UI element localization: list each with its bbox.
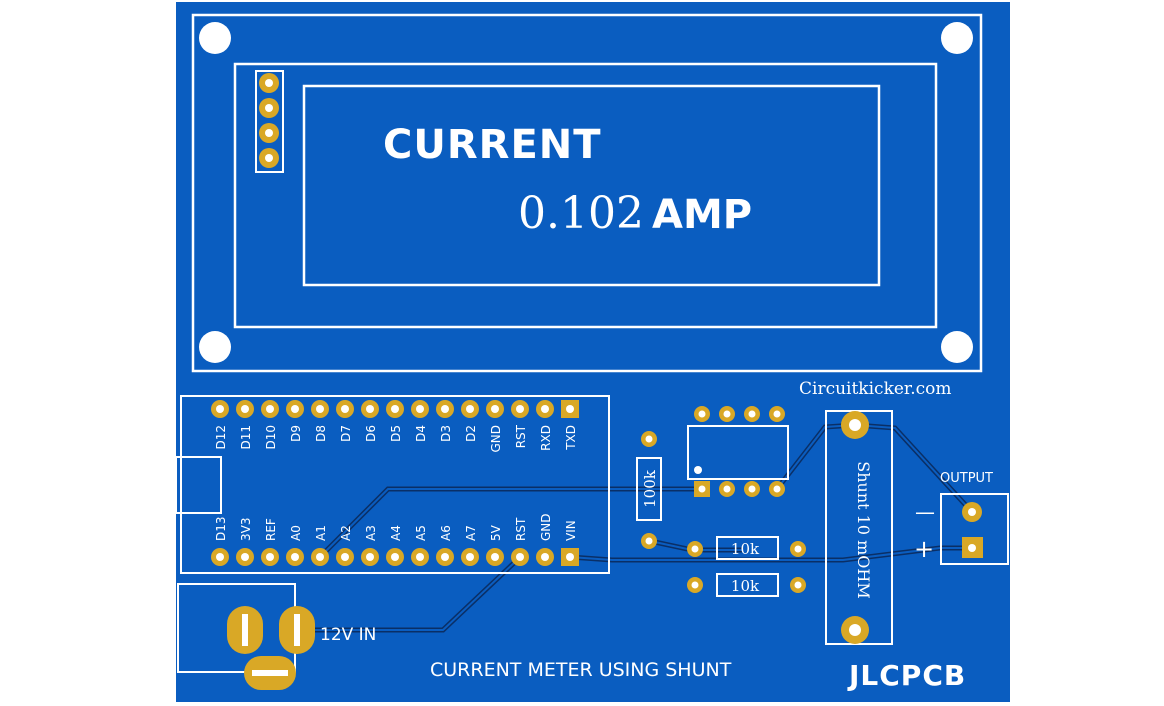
arduino-pin-label: GND: [489, 425, 503, 453]
lcd-header-pins: [259, 73, 279, 168]
arduino-pin-label: RST: [514, 517, 528, 541]
arduino-pin-label: GND: [539, 513, 553, 541]
arduino-pin-label: D8: [314, 425, 328, 442]
ic-pads: [694, 406, 785, 497]
arduino-pin-label: REF: [264, 518, 278, 541]
board-title: CURRENT METER USING SHUNT: [430, 659, 732, 681]
arduino-pin-label: TXD: [564, 425, 578, 451]
arduino-pin-label: D10: [264, 425, 278, 450]
mounting-hole: [941, 22, 973, 54]
arduino-pin-label: A6: [439, 525, 453, 541]
arduino-pin-label: D5: [389, 425, 403, 442]
arduino-pin-label: D7: [339, 425, 353, 442]
arduino-pin-label: D9: [289, 425, 303, 442]
resistor-10k-1-outline: [716, 536, 779, 560]
arduino-pin-label: D11: [239, 425, 253, 450]
lcd-line1: CURRENT: [383, 122, 602, 168]
ic-outline: [687, 425, 789, 480]
mounting-hole: [941, 331, 973, 363]
lcd-reading-unit: AMP: [652, 192, 752, 238]
ic-pin1-dot: [694, 466, 702, 474]
output-plus-label: +: [914, 535, 934, 563]
arduino-pin-label: 3V3: [239, 518, 253, 541]
mounting-hole: [199, 331, 231, 363]
arduino-pin-label: D2: [464, 425, 478, 442]
lcd-reading-value: 0.102: [518, 188, 644, 239]
arduino-pin-label: VIN: [564, 520, 578, 541]
arduino-top-labels: D12 D11 D10 D9 D8 D7 D6 D5 D4 D3 D2 GND RST RXD TXD: [214, 424, 578, 452]
arduino-pin-label: D13: [214, 516, 228, 541]
pcb-board: [176, 2, 1010, 702]
arduino-pin-label: RXD: [539, 425, 553, 451]
arduino-pin-label: A2: [339, 525, 353, 541]
power-in-label: 12V IN: [320, 625, 376, 645]
arduino-pin-label: D6: [364, 425, 378, 442]
usb-connector-outline: [175, 456, 222, 514]
shunt-outline: [825, 410, 893, 645]
mounting-holes: [199, 22, 973, 363]
arduino-pin-label: A1: [314, 525, 328, 541]
mounting-hole: [199, 22, 231, 54]
arduino-pin-label: A4: [389, 525, 403, 541]
output-label: OUTPUT: [940, 471, 993, 486]
brand-logo-text: JLCPCB: [847, 659, 966, 692]
lcd-header-outline: [255, 70, 284, 173]
website-label: Circuitkicker.com: [799, 379, 951, 399]
shunt-label: Shunt 10 mOHM: [854, 461, 873, 598]
resistor-10k-2-label: 10k: [731, 577, 760, 595]
arduino-pin-label: A3: [364, 525, 378, 541]
output-minus-label: —: [915, 500, 935, 524]
arduino-pin-label: D4: [414, 425, 428, 442]
resistor-100k-outline: [636, 457, 662, 521]
lcd-module: [191, 13, 983, 373]
arduino-pin-label: A0: [289, 525, 303, 541]
arduino-pin-label: 5V: [489, 524, 503, 541]
arduino-bottom-pads: [211, 548, 579, 566]
arduino-nano-outline: [180, 395, 610, 574]
arduino-pin-label: A5: [414, 525, 428, 541]
resistor-100k-label: 100k: [641, 469, 659, 508]
arduino-pin-label: RST: [514, 424, 528, 448]
arduino-pin-label: A7: [464, 525, 478, 541]
resistor-10k-1-label: 10k: [731, 540, 760, 558]
arduino-pin-label: D3: [439, 425, 453, 442]
arduino-bottom-labels: D13 3V3 REF A0 A1 A2 A3 A4 A5 A6 A7 5V RST GND VIN: [214, 513, 578, 541]
arduino-pin-label: D12: [214, 425, 228, 450]
resistor-10k-2-outline: [716, 573, 779, 597]
arduino-top-pads: [211, 400, 579, 418]
